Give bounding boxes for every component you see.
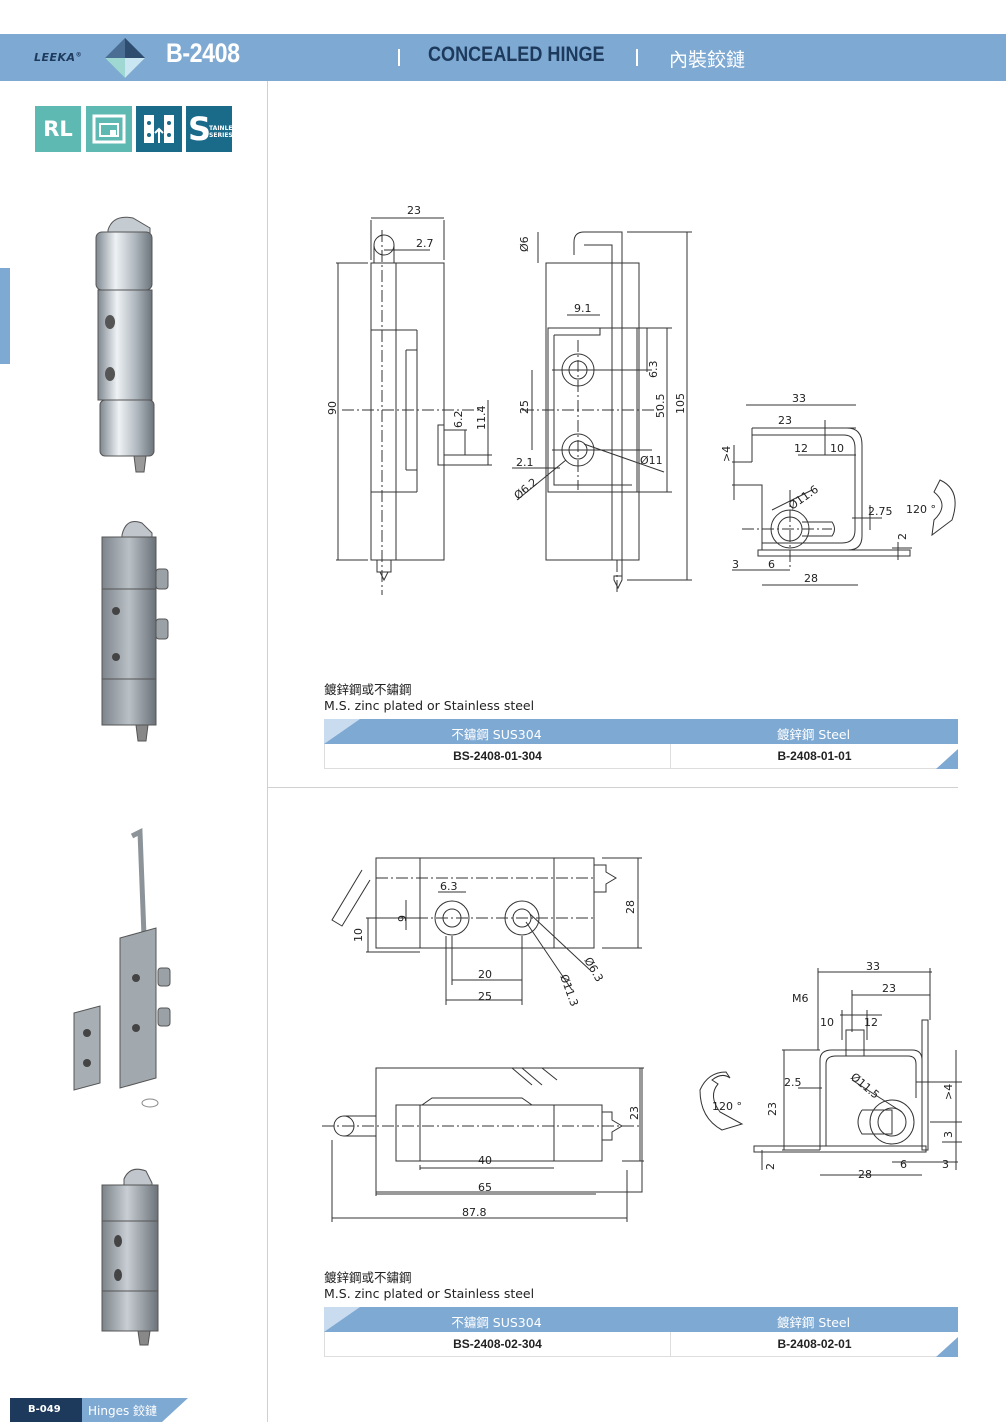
page-header: LEEKA® B-2408 CONCEALED HINGE 內裝鉸鏈 bbox=[0, 34, 1006, 81]
svg-text:Ø11.6: Ø11.6 bbox=[786, 483, 821, 513]
svg-text:25: 25 bbox=[518, 400, 531, 414]
header-divider bbox=[636, 49, 638, 66]
brand-diamond-icon bbox=[105, 38, 145, 78]
product-title-zh: 內裝鉸鏈 bbox=[669, 49, 746, 71]
sidebar-tab bbox=[0, 268, 10, 364]
technical-drawing-1: 23 2.7 90 6.2 11.4 Ø6 9.1 6.3 25 50.5 10… bbox=[326, 204, 956, 595]
svg-text:11.4: 11.4 bbox=[475, 406, 488, 431]
svg-text:33: 33 bbox=[792, 392, 806, 405]
product-title-en: CONCEALED HINGE bbox=[428, 43, 605, 66]
svg-text:Ø11: Ø11 bbox=[640, 454, 663, 467]
section-divider bbox=[267, 787, 958, 788]
svg-text:2: 2 bbox=[896, 533, 909, 540]
svg-text:3: 3 bbox=[942, 1131, 955, 1138]
svg-text:87.8: 87.8 bbox=[462, 1206, 487, 1219]
svg-text:50.5: 50.5 bbox=[654, 394, 667, 419]
table-row: BS-2408-02-304 B-2408-02-01 bbox=[324, 1332, 958, 1357]
part-number-table-2: 不鏽鋼 SUS304 鍍鋅鋼 Steel BS-2408-02-304 B-24… bbox=[324, 1307, 958, 1357]
svg-text:120 °: 120 ° bbox=[906, 503, 936, 516]
hinge-mount-icon bbox=[136, 106, 182, 152]
svg-text:12: 12 bbox=[794, 442, 808, 455]
svg-text:23: 23 bbox=[778, 414, 792, 427]
hinge-photo-4 bbox=[101, 1168, 159, 1346]
svg-text:6: 6 bbox=[768, 558, 775, 571]
svg-text:28: 28 bbox=[804, 572, 818, 585]
svg-text:9.1: 9.1 bbox=[574, 302, 592, 315]
part-number-table-1: 不鏽鋼 SUS304 鍍鋅鋼 Steel BS-2408-01-304 B-24… bbox=[324, 719, 958, 769]
svg-text:23: 23 bbox=[766, 1102, 779, 1116]
svg-text:90: 90 bbox=[326, 401, 339, 415]
page-footer: B-049 Hinges 鉸鏈 bbox=[10, 1398, 188, 1422]
svg-text:Ø11.3: Ø11.3 bbox=[557, 973, 581, 1009]
svg-text:6.2: 6.2 bbox=[452, 411, 465, 429]
panel-icon bbox=[86, 106, 132, 152]
svg-text:3: 3 bbox=[732, 558, 739, 571]
svg-text:10: 10 bbox=[820, 1016, 834, 1029]
rl-badge: RL bbox=[35, 106, 81, 152]
svg-text:40: 40 bbox=[478, 1154, 492, 1167]
svg-text:33: 33 bbox=[866, 960, 880, 973]
svg-text:28: 28 bbox=[624, 900, 637, 914]
svg-text:20: 20 bbox=[478, 968, 492, 981]
svg-text:12: 12 bbox=[864, 1016, 878, 1029]
svg-text:120 °: 120 ° bbox=[712, 1100, 742, 1113]
svg-text:10: 10 bbox=[830, 442, 844, 455]
column-divider bbox=[267, 81, 268, 1422]
svg-text:6.3: 6.3 bbox=[440, 880, 458, 893]
svg-text:6: 6 bbox=[900, 1158, 907, 1171]
svg-text:2.1: 2.1 bbox=[516, 456, 534, 469]
svg-text:105: 105 bbox=[674, 393, 687, 414]
svg-text:65: 65 bbox=[478, 1181, 492, 1194]
svg-text:Ø6.3: Ø6.3 bbox=[581, 955, 605, 984]
hinge-photo-1 bbox=[95, 216, 155, 473]
table-row: BS-2408-01-304 B-2408-01-01 bbox=[324, 744, 958, 769]
svg-text:2.75: 2.75 bbox=[868, 505, 893, 518]
svg-text:25: 25 bbox=[478, 990, 492, 1003]
svg-text:Ø6.2: Ø6.2 bbox=[512, 476, 540, 503]
header-divider bbox=[398, 49, 400, 66]
svg-text:3: 3 bbox=[942, 1158, 949, 1171]
table-header: 不鏽鋼 SUS304 鍍鋅鋼 Steel bbox=[324, 1307, 958, 1332]
hinge-photo-3 bbox=[73, 828, 171, 1108]
svg-text:>4: >4 bbox=[720, 446, 733, 462]
table-header: 不鏽鋼 SUS304 鍍鋅鋼 Steel bbox=[324, 719, 958, 744]
hinge-photo-2 bbox=[101, 521, 169, 742]
brand-logo: LEEKA® bbox=[34, 51, 83, 64]
svg-text:2.5: 2.5 bbox=[784, 1076, 802, 1089]
svg-text:10: 10 bbox=[352, 928, 365, 942]
svg-text:28: 28 bbox=[858, 1168, 872, 1181]
category-label: Hinges 鉸鏈 bbox=[88, 1404, 158, 1418]
svg-text:23: 23 bbox=[882, 982, 896, 995]
svg-text:M6: M6 bbox=[792, 992, 809, 1005]
svg-text:Ø6: Ø6 bbox=[518, 236, 531, 252]
svg-text:6.3: 6.3 bbox=[647, 361, 660, 379]
svg-text:23: 23 bbox=[628, 1106, 641, 1120]
model-number: B-2408 bbox=[166, 38, 240, 68]
page-number: B-049 bbox=[28, 1404, 61, 1415]
material-label-2: 鍍鋅鋼或不鏽鋼 M.S. zinc plated or Stainless st… bbox=[324, 1270, 535, 1301]
svg-text:Ø11.5: Ø11.5 bbox=[848, 1070, 882, 1101]
material-label-1: 鍍鋅鋼或不鏽鋼 M.S. zinc plated or Stainless st… bbox=[324, 682, 535, 713]
svg-text:23: 23 bbox=[407, 204, 421, 217]
svg-text:2.7: 2.7 bbox=[416, 237, 434, 250]
svg-text:2: 2 bbox=[764, 1163, 777, 1170]
svg-text:>4: >4 bbox=[942, 1084, 955, 1100]
technical-drawing-2: 6.3 9 10 28 20 25 Ø11.3 Ø6.3 23 40 65 87… bbox=[322, 857, 962, 1222]
svg-text:9: 9 bbox=[396, 915, 409, 922]
